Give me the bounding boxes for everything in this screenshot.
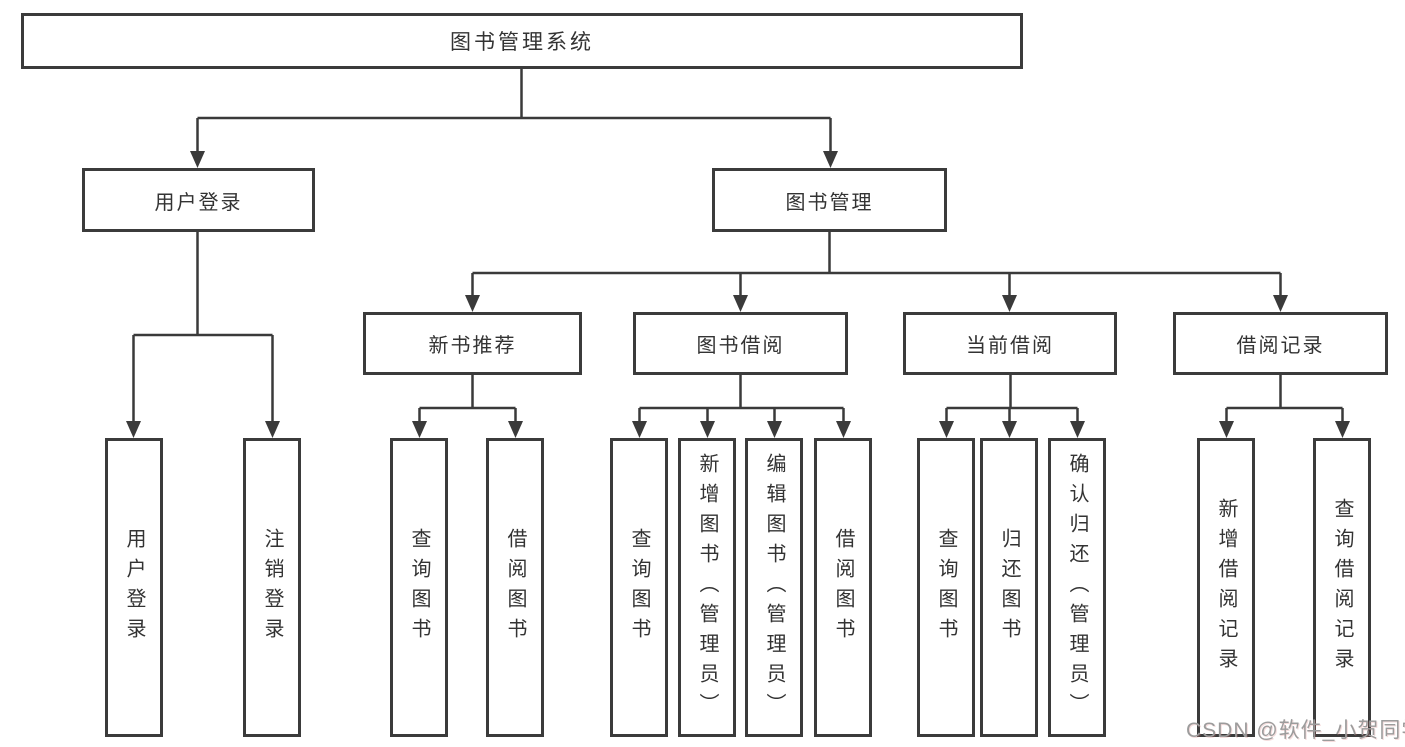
leaf-edit-book-admin: 编辑图书（管理员）	[745, 438, 803, 737]
csdn-watermark: CSDN @软件_小贺同学	[1186, 719, 1405, 742]
leaf-label: 查询图书	[935, 527, 957, 648]
leaf-return-book: 归还图书	[980, 438, 1038, 737]
leaf-label: 借阅图书	[832, 527, 854, 648]
node-root: 图书管理系统	[21, 13, 1023, 69]
node-book-borrow: 图书借阅	[633, 312, 848, 375]
leaf-add-book-admin: 新增图书（管理员）	[678, 438, 736, 737]
node-new-book-recommend: 新书推荐	[363, 312, 582, 375]
leaf-label: 归还图书	[998, 527, 1020, 648]
leaf-logout: 注销登录	[243, 438, 301, 737]
leaf-label: 用户登录	[123, 527, 145, 648]
leaf-user-login: 用户登录	[105, 438, 163, 737]
leaf-label: 查询图书	[628, 527, 650, 648]
leaf-query-books-recommend: 查询图书	[390, 438, 448, 737]
leaf-label: 注销登录	[261, 527, 283, 648]
leaf-label: 查询图书	[408, 527, 430, 648]
leaf-add-borrow-record: 新增借阅记录	[1197, 438, 1255, 737]
leaf-label: 确认归还（管理员）	[1066, 452, 1088, 723]
leaf-label: 新增图书（管理员）	[696, 452, 718, 723]
leaf-query-books-current: 查询图书	[917, 438, 975, 737]
leaf-label: 借阅图书	[504, 527, 526, 648]
node-user-login: 用户登录	[82, 168, 315, 232]
leaf-query-books-borrow: 查询图书	[610, 438, 668, 737]
node-book-management: 图书管理	[712, 168, 947, 232]
leaf-confirm-return-admin: 确认归还（管理员）	[1048, 438, 1106, 737]
leaf-label: 新增借阅记录	[1215, 497, 1237, 678]
leaf-borrow-books: 借阅图书	[814, 438, 872, 737]
leaf-label: 查询借阅记录	[1331, 497, 1353, 678]
node-current-borrow: 当前借阅	[903, 312, 1117, 375]
leaf-label: 编辑图书（管理员）	[763, 452, 785, 723]
leaf-query-borrow-record: 查询借阅记录	[1313, 438, 1371, 737]
node-borrow-records: 借阅记录	[1173, 312, 1388, 375]
leaf-borrow-books-recommend: 借阅图书	[486, 438, 544, 737]
